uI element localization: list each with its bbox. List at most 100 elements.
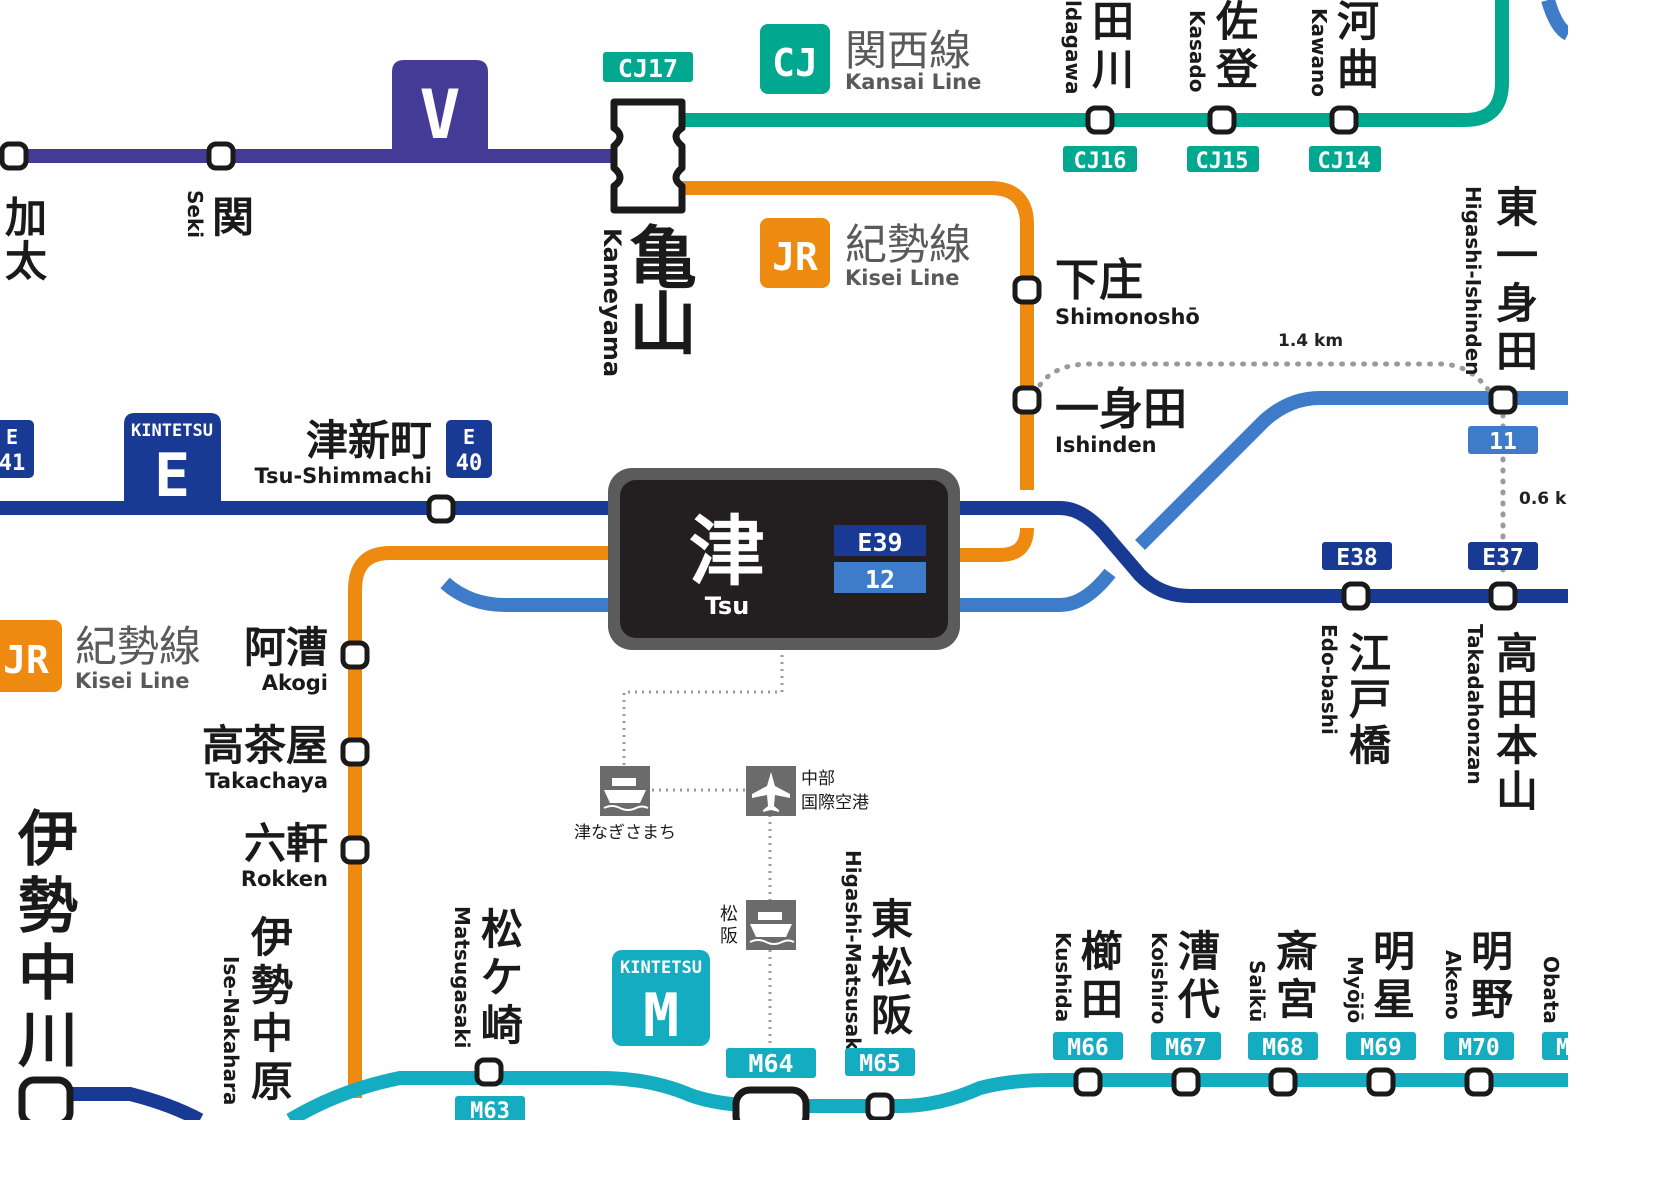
ferry-matsusaka-label-1: 松 [720,904,738,925]
station-edobashi[interactable]: E38 江 戸 橋 Edo-bashi [1317,542,1392,770]
station-seki[interactable]: 関 Seki [183,141,254,242]
kameyama-name-jp-1: 亀 [629,220,697,299]
station-shimonosho[interactable]: 下庄 Shimonoshō [1012,255,1200,329]
edobashi-name-en: Edo-bashi [1317,624,1341,735]
kasado-code: CJ15 [1196,149,1249,174]
kintetsu-m-company: KINTETSU [620,958,702,978]
higashi-matsusaka-jp-1: 東 [871,895,913,944]
edobashi-code: E38 [1336,545,1378,571]
saiku-code: M68 [1262,1035,1304,1061]
station-akogi[interactable]: 阿漕 Akogi [244,623,370,695]
e41-code-top: E [6,425,18,449]
tsu-shimmachi-name-jp: 津新町 [306,416,432,465]
station-ise-nakagawa[interactable]: 伊 勢 中 川 [17,805,78,1120]
matsugasaki-name-en: Matsugasaki [450,906,474,1048]
station-idagawa[interactable]: 田 川 ldagawa CJ16 [1061,0,1137,174]
kintetsu-e-company: KINTETSU [131,421,213,441]
akeno-jp-1: 明 [1471,927,1513,976]
kansai-line-name-jp: 関西線 [845,26,971,75]
station-kushida[interactable]: 櫛 田 Kushida M66 [1051,927,1123,1097]
station-higashi-matsusaka[interactable]: 東 松 阪 Higashi-Matsusaka M65 [841,850,915,1120]
station-tsu-shimmachi[interactable]: 津新町 Tsu-Shimmachi E 40 [254,416,492,524]
koishiro-name-en: Koishiro [1147,932,1171,1024]
ishinden-name-jp: 一身田 [1055,384,1187,435]
station-obata[interactable]: Obata M [1539,956,1568,1061]
walk-distance-1: 1.4 km [1278,331,1343,351]
myojo-code: M69 [1360,1035,1402,1061]
station-matsugasaki[interactable]: 松 ケ 崎 Matsugasaki M63 [450,905,525,1120]
koishiro-code: M67 [1165,1035,1207,1061]
idagawa-code: CJ16 [1074,149,1127,174]
tsu-name-en: Tsu [705,592,750,620]
saiku-jp-2: 宮 [1276,975,1318,1024]
station-ise-nakahara[interactable]: 伊 勢 中 原 Ise-Nakahara [219,913,293,1106]
kintetsu-v-badge: V [392,60,488,156]
station-koishiro[interactable]: 漕 代 Koishiro M67 [1147,927,1221,1097]
koishiro-jp-1: 漕 [1178,927,1220,976]
kisei-line-north [650,181,1034,490]
station-akeno[interactable]: 明 野 Akeno M70 [1441,927,1514,1097]
kintetsu-e-badge: KINTETSU E [124,413,221,511]
kushida-jp-1: 櫛 [1081,927,1123,976]
airplane-icon [752,772,790,812]
ferry-terminal-matsusaka[interactable]: 松 阪 [720,900,796,950]
kabuto-name-jp-1: 加 [5,193,47,242]
station-myojo[interactable]: 明 星 Myōjō M69 [1343,927,1416,1097]
myojo-name-en: Myōjō [1343,956,1367,1023]
station-kasado[interactable]: 佐 登 Kasado CJ15 [1185,0,1259,174]
m-letter: M [643,981,679,1051]
station-kawano[interactable]: 河 曲 Kawano CJ14 [1307,0,1381,174]
tsu-shimmachi-name-en: Tsu-Shimmachi [254,464,432,488]
ise-nakagawa-jp-1: 伊 [17,805,78,875]
station-e41[interactable]: E 41 [0,420,34,478]
shimonosho-name-en: Shimonoshō [1055,305,1200,329]
idagawa-name-en: ldagawa [1061,0,1085,94]
higashi-ishinden-jp-3: 身 [1496,279,1538,328]
kintetsu-e-line [0,501,1568,603]
kasado-name-jp-1: 佐 [1215,0,1258,46]
station-higashi-ishinden[interactable]: 東 一 身 田 Higashi-Ishinden 11 [1461,183,1538,455]
station-rokken[interactable]: 六軒 Rokken [241,819,370,891]
obata-code: M [1556,1035,1568,1061]
kameyama-name-jp-2: 山 [629,286,697,365]
ise-railway-line-east [955,568,1116,612]
higashi-matsusaka-name-en: Higashi-Matsusaka [841,850,865,1064]
takadahonzan-jp-3: 本 [1496,721,1538,770]
station-saiku[interactable]: 斎 宮 Saikū M68 [1245,927,1318,1097]
station-kabuto[interactable]: 加 太 [0,141,47,286]
ise-nakahara-jp-2: 勢 [251,961,293,1010]
kisei-line-name-jp-north: 紀勢線 [845,220,971,269]
station-takachaya[interactable]: 高茶屋 Takachaya [202,721,370,793]
tsu-shimmachi-code-num: 40 [456,451,483,476]
edobashi-jp-1: 江 [1349,629,1391,678]
e-letter: E [154,441,190,511]
station-ishinden[interactable]: 一身田 Ishinden [1012,384,1187,457]
kisei-line-name-en-south: Kisei Line [75,669,190,693]
kameyama-station[interactable]: CJ17 亀 山 Kameyama [598,52,697,377]
matsugasaki-jp-1: 松 [481,905,523,954]
akeno-code: M70 [1458,1035,1500,1061]
kushida-code: M66 [1067,1035,1109,1061]
matsusaka-code: M64 [748,1049,793,1078]
v-letter: V [420,76,461,155]
tsu-code-ise: 12 [865,565,895,594]
kansai-line-name-en: Kansai Line [845,70,981,94]
saiku-jp-1: 斎 [1276,927,1318,976]
kabuto-name-jp-2: 太 [5,237,47,286]
airport-label-2: 国際空港 [801,793,869,813]
rokken-name-en: Rokken [241,867,328,891]
ferry-icon [749,912,795,945]
ferry-terminal-tsu[interactable]: 津なぎさまち [574,766,676,843]
station-matsusaka[interactable]: M64 [726,1048,816,1120]
kisei-line-badge-north: JR 紀勢線 Kisei Line [760,218,971,290]
higashi-ishinden-name-en: Higashi-Ishinden [1461,186,1485,376]
tsu-station-hub[interactable]: 津 Tsu E39 12 [608,468,960,650]
kisei-line-stub [955,527,1034,562]
idagawa-name-jp-1: 田 [1092,0,1134,46]
airport-chubu[interactable]: 中部 国際空港 [746,766,869,816]
kisei-line-name-jp-south: 紀勢線 [75,622,201,671]
station-takadahonzan[interactable]: E37 高 田 本 山 Takadahonzan [1463,542,1538,816]
kawano-name-en: Kawano [1307,8,1331,97]
ferry-tsu-label: 津なぎさまち [574,823,676,843]
seki-name-en: Seki [183,190,207,238]
